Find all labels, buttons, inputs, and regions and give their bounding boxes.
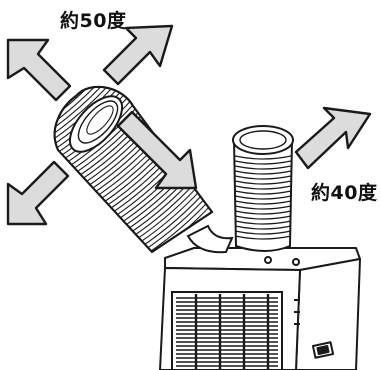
arrow-right-icon	[296, 108, 370, 168]
arrow-up-left-icon	[8, 40, 70, 100]
arrow-up-right-icon	[104, 26, 172, 84]
exhaust-duct	[233, 126, 293, 251]
exhaust-angle-label: 約40度	[311, 178, 377, 205]
front-grille	[172, 292, 282, 370]
duct-angle-label: 約50度	[60, 6, 126, 33]
arrow-down-left-icon	[8, 162, 68, 224]
